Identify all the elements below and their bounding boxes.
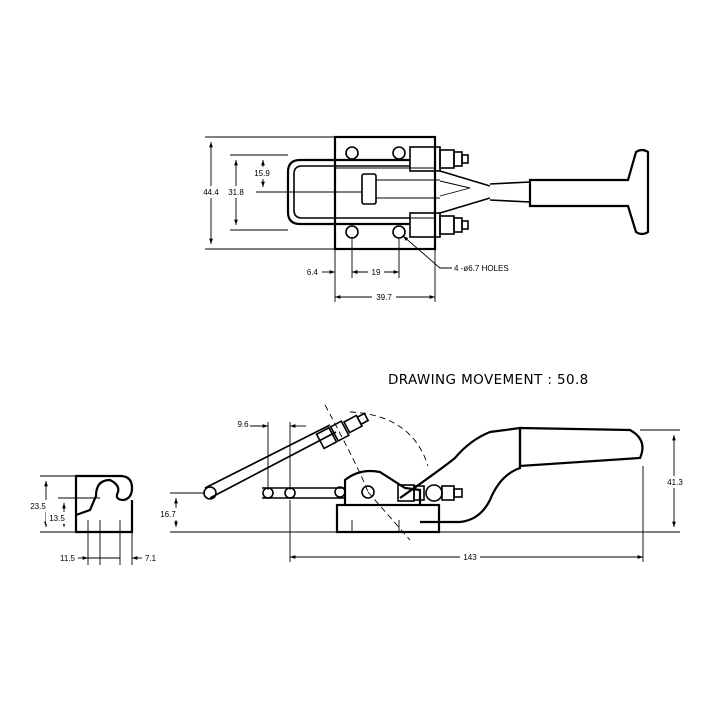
hook-rod-open (204, 424, 337, 499)
catch-plate-outline (74, 474, 134, 534)
top-base-plate (333, 135, 437, 251)
handle-body (399, 426, 522, 524)
dim-overall-length: 143 (463, 553, 477, 562)
center-pin (361, 173, 377, 205)
side-upright-body (343, 469, 422, 505)
dim-label-bg (200, 186, 222, 198)
nut-cap (453, 151, 463, 167)
mount-hole (345, 146, 359, 160)
holes-leader-line (402, 235, 452, 269)
open-nut-group (315, 412, 370, 450)
nut (413, 485, 425, 501)
nut-cap (453, 488, 463, 498)
handle-grip (518, 426, 644, 468)
swing-path (324, 404, 369, 493)
nut-round (425, 484, 443, 502)
dim-catch-height: 23.5 (30, 502, 46, 511)
dim-label-bg (46, 512, 68, 524)
hinge-arm (439, 170, 491, 187)
nut-cap (461, 220, 469, 230)
nut-cap (461, 154, 469, 164)
dim-catch-left: 11.5 (60, 554, 76, 563)
dim-label-bg (250, 167, 274, 179)
dim-hole-spacing: 19 (372, 268, 381, 277)
t-handle-grip (528, 148, 650, 236)
holes-note: 4 -ø6.7 HOLES (454, 264, 509, 273)
swing-arc (349, 411, 429, 467)
dim-base-width: 39.7 (376, 293, 392, 302)
dim-loop-half: 15.9 (254, 169, 270, 178)
nut-block (439, 149, 455, 169)
handle-shaft (489, 181, 531, 203)
nut-cap (453, 217, 463, 233)
pivot-pin (334, 486, 346, 498)
dim-catch-right: 7.1 (145, 554, 157, 563)
hook-rod-closed (262, 487, 345, 499)
nut (441, 485, 455, 501)
pivot-pin (361, 485, 375, 499)
dim-loop-height: 31.8 (228, 188, 244, 197)
nut-cap (356, 412, 370, 426)
top-view: 44.4 31.8 15.9 6.4 19 39.7 4 -ø6.7 HOLES (200, 135, 650, 303)
dim-hole-edge: 6.4 (307, 268, 319, 277)
dim-label-bg (225, 186, 247, 198)
catch-plate-view: 23.5 13.5 11.5 7.1 (28, 474, 157, 565)
side-base-plate (335, 503, 441, 534)
dim-label-bg (158, 508, 180, 520)
side-view: 9.6 16.7 143 41.3 (158, 404, 686, 563)
mount-hole (392, 146, 406, 160)
nut-block (439, 215, 455, 235)
dim-hook-height: 16.7 (160, 510, 176, 519)
hinge-detail (439, 180, 471, 197)
dim-label-bg (664, 476, 686, 488)
dim-catch-hook-height: 13.5 (49, 514, 65, 523)
hinge-arm (439, 197, 491, 214)
dim-label-bg (372, 291, 396, 303)
nut (329, 420, 350, 443)
dim-hook-offset: 9.6 (237, 420, 249, 429)
dim-overall-height: 44.4 (203, 188, 219, 197)
dim-label-bg (368, 266, 384, 278)
dim-overall-height-side: 41.3 (667, 478, 683, 487)
drawing-movement-title: DRAWING MOVEMENT : 50.8 (388, 372, 589, 388)
nut (315, 426, 338, 450)
swing-radius (367, 491, 411, 541)
mount-hole (345, 225, 359, 239)
dim-label-bg (28, 500, 50, 512)
dim-label-bg (460, 551, 480, 563)
